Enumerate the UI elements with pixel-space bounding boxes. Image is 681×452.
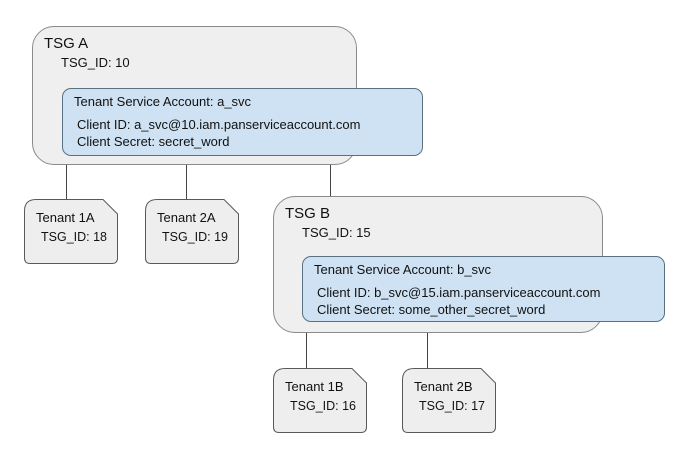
tsg-b-id: TSG_ID: 15 <box>302 225 371 240</box>
tenant-card-shape <box>24 199 118 264</box>
tsg-b-account-name: Tenant Service Account: b_svc <box>314 262 492 277</box>
tenant-2b-card: Tenant 2B TSG_ID: 17 <box>402 368 496 433</box>
tsg-a-client-secret: Client Secret: secret_word <box>77 134 230 149</box>
connector-tsgb-tenant2b <box>427 333 428 368</box>
tsg-b-client-secret: Client Secret: some_other_secret_word <box>317 302 546 317</box>
tenant-2a-name: Tenant 2A <box>157 210 216 225</box>
tenant-card-shape <box>402 368 496 433</box>
tenant-2b-name: Tenant 2B <box>414 379 473 394</box>
tsg-a-service-account-box: Tenant Service Account: a_svc Client ID:… <box>62 88 423 156</box>
tsg-b-service-account-box: Tenant Service Account: b_svc Client ID:… <box>302 256 665 322</box>
tenant-2a-id: TSG_ID: 19 <box>162 230 228 244</box>
tenant-1b-name: Tenant 1B <box>285 379 344 394</box>
tenant-1b-card: Tenant 1B TSG_ID: 16 <box>273 368 367 433</box>
tenant-card-shape <box>273 368 367 433</box>
connector-tsga-tsgb <box>330 165 331 196</box>
tsg-b-title: TSG B <box>285 205 331 222</box>
tenant-card-shape <box>145 199 239 264</box>
tsg-b-client-id: Client ID: b_svc@15.iam.panserviceaccoun… <box>317 285 601 300</box>
tsg-a-client-id: Client ID: a_svc@10.iam.panserviceaccoun… <box>77 117 361 132</box>
tenant-1a-name: Tenant 1A <box>36 210 95 225</box>
tenant-1a-card: Tenant 1A TSG_ID: 18 <box>24 199 118 264</box>
connector-tsga-tenant2a <box>186 165 187 200</box>
tsg-a-account-name: Tenant Service Account: a_svc <box>74 94 252 109</box>
tenant-1b-id: TSG_ID: 16 <box>290 399 356 413</box>
connector-tsga-tenant1a <box>66 165 67 200</box>
tsg-a-id: TSG_ID: 10 <box>61 55 130 70</box>
tenant-2a-card: Tenant 2A TSG_ID: 19 <box>145 199 239 264</box>
tenant-1a-id: TSG_ID: 18 <box>41 230 107 244</box>
tsg-a-title: TSG A <box>44 35 89 52</box>
connector-tsgb-tenant1b <box>306 333 307 368</box>
tenant-2b-id: TSG_ID: 17 <box>419 399 485 413</box>
